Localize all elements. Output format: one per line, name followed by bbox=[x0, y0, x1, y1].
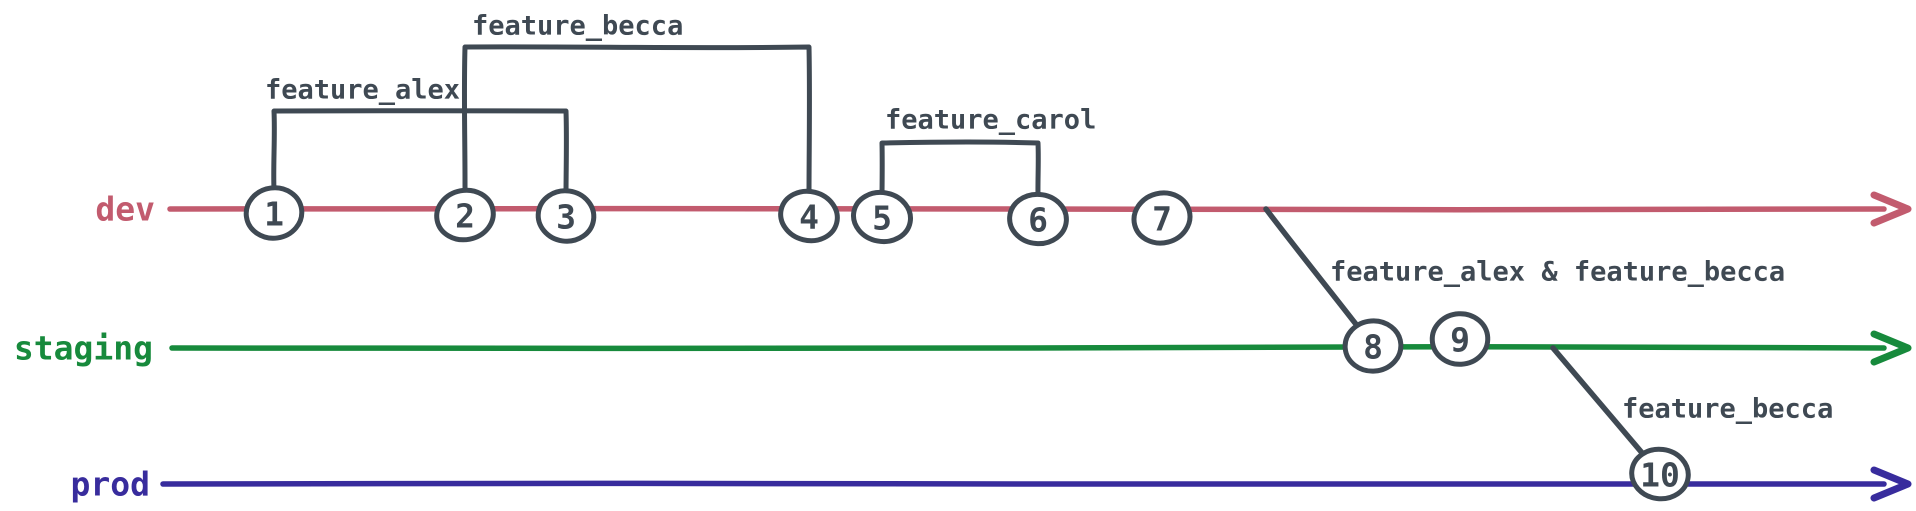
merge-line-1 bbox=[1550, 345, 1645, 456]
commit-circle-7 bbox=[1131, 190, 1193, 246]
commit-circle-6 bbox=[1007, 191, 1069, 247]
branch-label-staging: staging bbox=[14, 329, 153, 368]
feature-bracket-feature_carol bbox=[879, 139, 1041, 199]
feature-label-feature_becca: feature_becca bbox=[472, 11, 683, 42]
commit-number-2: 2 bbox=[455, 197, 475, 236]
commit-number-9: 9 bbox=[1450, 321, 1470, 360]
commit-circle-3 bbox=[535, 188, 597, 244]
feature-label-feature_alex: feature_alex bbox=[265, 75, 460, 106]
branch-label-dev: dev bbox=[95, 190, 155, 229]
merge-line-0 bbox=[1263, 206, 1359, 328]
branch-line-staging bbox=[169, 343, 1887, 352]
commit-number-6: 6 bbox=[1028, 201, 1048, 240]
commit-circle-9 bbox=[1429, 311, 1491, 367]
arrowhead-staging bbox=[1870, 330, 1912, 366]
commit-number-8: 8 bbox=[1363, 328, 1383, 367]
merge-label-0: feature_alex & feature_becca bbox=[1330, 257, 1785, 288]
arrowhead-prod bbox=[1870, 466, 1912, 502]
commit-circle-10 bbox=[1629, 446, 1691, 502]
commit-number-5: 5 bbox=[872, 199, 892, 238]
commit-circle-1 bbox=[243, 185, 305, 241]
feature-label-feature_carol: feature_carol bbox=[885, 105, 1096, 136]
commit-circle-5 bbox=[851, 189, 913, 245]
commit-number-4: 4 bbox=[799, 198, 819, 237]
commit-number-7: 7 bbox=[1152, 200, 1172, 239]
commit-number-3: 3 bbox=[556, 198, 576, 237]
commit-circle-2 bbox=[434, 187, 496, 243]
arrowhead-dev bbox=[1870, 191, 1912, 227]
merge-label-1: feature_becca bbox=[1622, 394, 1833, 425]
commit-number-1: 1 bbox=[264, 195, 284, 234]
feature-bracket-feature_alex bbox=[271, 108, 569, 196]
branch-line-prod bbox=[160, 480, 1887, 488]
commit-number-10: 10 bbox=[1640, 456, 1680, 495]
feature-bracket-feature_becca bbox=[461, 44, 812, 196]
commit-circle-4 bbox=[778, 188, 840, 244]
branch-label-prod: prod bbox=[71, 465, 150, 504]
commit-circle-8 bbox=[1342, 318, 1404, 374]
